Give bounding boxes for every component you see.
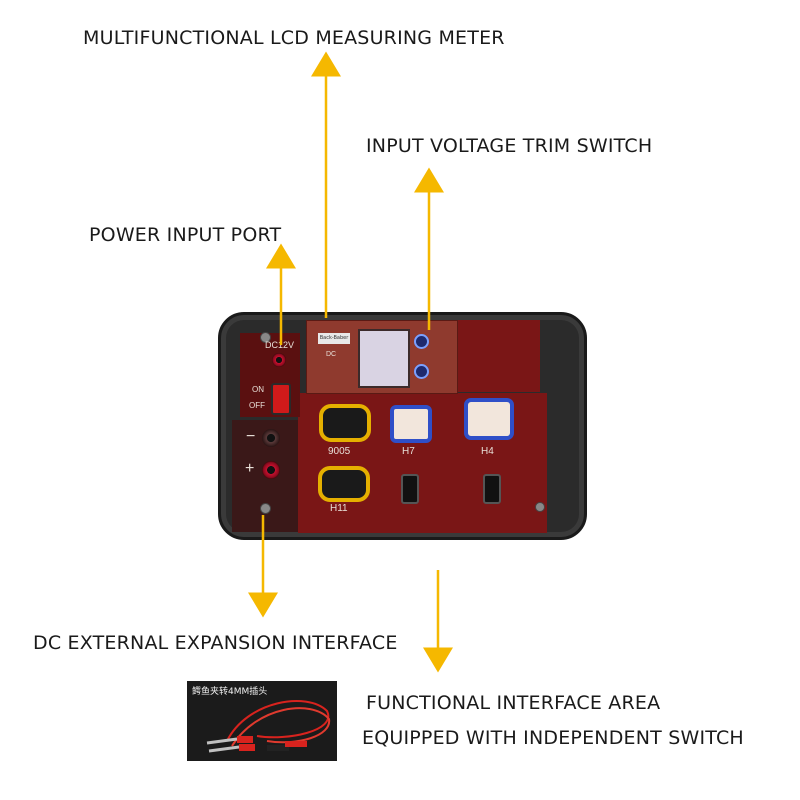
connector-h11[interactable] — [318, 466, 370, 502]
alligator-clip-cable-image — [187, 681, 337, 761]
label-h4: H4 — [481, 446, 494, 457]
label-trim-switch: INPUT VOLTAGE TRIM SWITCH — [366, 135, 653, 157]
label-lcd-meter: MULTIFUNCTIONAL LCD MEASURING METER — [83, 27, 505, 49]
label-power-port: POWER INPUT PORT — [89, 224, 282, 246]
lcd-screen — [358, 329, 410, 388]
label-9005: 9005 — [328, 446, 351, 457]
lcd-brand-tag: Back-Baber — [318, 333, 350, 344]
minus-label: − — [246, 428, 256, 445]
connector-h7[interactable] — [390, 405, 432, 443]
trim-switch-bottom[interactable] — [414, 364, 429, 379]
screw-bottom-right — [535, 502, 545, 512]
switch-h4[interactable] — [483, 474, 501, 504]
terminal-negative[interactable] — [262, 429, 280, 447]
screw-top-left — [260, 332, 271, 343]
switch-h7[interactable] — [401, 474, 419, 504]
connector-9005[interactable] — [319, 404, 371, 442]
label-dc-expansion: DC EXTERNAL EXPANSION INTERFACE — [33, 632, 398, 654]
label-h7: H7 — [402, 446, 415, 457]
trim-switch-top[interactable] — [414, 334, 429, 349]
dc12v-label: DC12V — [265, 340, 295, 350]
off-label: OFF — [249, 401, 265, 410]
cable-illustration — [206, 700, 331, 753]
connector-h4[interactable] — [464, 398, 514, 440]
inset-title: 鳄鱼夹转4MM插头 — [192, 687, 268, 697]
power-switch[interactable] — [271, 383, 291, 415]
label-functional-area-1: FUNCTIONAL INTERFACE AREA — [366, 692, 661, 714]
label-h11: H11 — [330, 503, 348, 514]
lcd-board-text: DC — [326, 351, 337, 358]
terminal-positive[interactable] — [262, 461, 280, 479]
plus-label: + — [245, 460, 255, 477]
on-label: ON — [252, 385, 264, 394]
screw-bottom-left — [260, 503, 271, 514]
label-functional-area-2: EQUIPPED WITH INDEPENDENT SWITCH — [362, 727, 744, 749]
dc12v-port[interactable] — [272, 353, 286, 367]
functional-panel-top-right — [458, 320, 540, 392]
